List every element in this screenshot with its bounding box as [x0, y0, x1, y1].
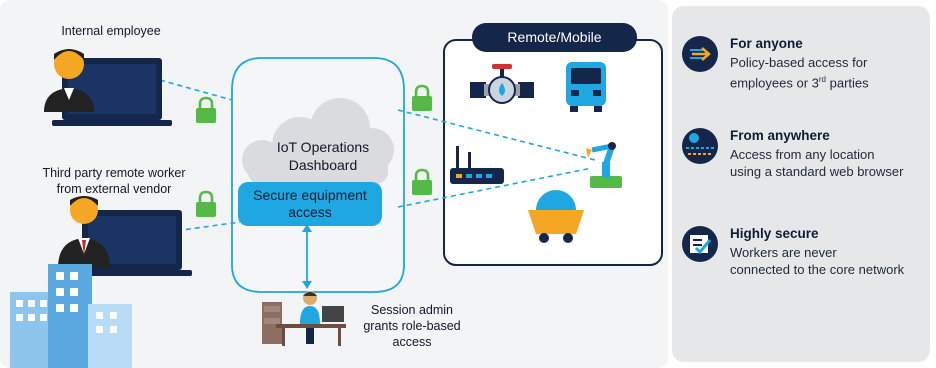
secure-checklist-icon — [682, 226, 718, 262]
features-panel — [672, 6, 930, 362]
feature-title-highly-secure: Highly secure — [730, 226, 819, 241]
feature-desc-for-anyone-line2: employees or 3rd parties — [730, 75, 869, 91]
feature-desc-highly-secure-line2: connected to the core network — [730, 262, 905, 277]
session-admin-label: Session admin grants role-based access — [352, 302, 472, 350]
feature-desc-for-anyone: Policy-based access for employees or 3rd… — [730, 54, 925, 91]
session-admin-icon — [262, 291, 346, 346]
session-admin-line2: grants role-based — [363, 319, 461, 333]
router-icon — [450, 146, 504, 184]
session-admin-line3: access — [392, 335, 432, 349]
padlock-icon — [412, 168, 432, 195]
feature-desc-for-anyone-line1: Policy-based access for — [730, 55, 868, 70]
feature-desc-highly-secure: Workers are never connected to the core … — [730, 244, 930, 278]
padlock-icon — [196, 96, 216, 123]
feature-desc-highly-secure-line1: Workers are never — [730, 245, 837, 260]
padlock-icon — [196, 190, 216, 217]
secure-box-line2: access — [288, 204, 332, 220]
globe-network-icon — [682, 128, 718, 164]
arrow-icon — [682, 36, 718, 72]
session-admin-line1: Session admin — [371, 303, 453, 317]
third-party-label-line1: Third party remote worker — [42, 166, 186, 180]
feature-desc-from-anywhere-line2: using a standard web browser — [730, 164, 904, 179]
third-party-worker-icon — [58, 196, 192, 276]
cloud-shape — [242, 98, 394, 184]
admin-arrow — [302, 224, 312, 289]
link-hub-remote-bottom — [397, 167, 593, 208]
feature-title-for-anyone: For anyone — [730, 36, 803, 51]
robot-arm-icon — [586, 142, 622, 188]
buildings-icon — [10, 264, 132, 368]
valve-icon — [470, 64, 534, 104]
third-party-label-line2: from external vendor — [56, 182, 172, 196]
feature-desc-from-anywhere: Access from any location using a standar… — [730, 146, 930, 180]
hub-title-line2: Dashboard — [288, 157, 358, 173]
link-employee-hub — [159, 79, 233, 101]
third-party-label: Third party remote worker from external … — [14, 165, 214, 197]
feature-desc-from-anywhere-line1: Access from any location — [730, 147, 875, 162]
feature-title-from-anywhere: From anywhere — [730, 128, 830, 143]
hub-title-line1: IoT Operations — [276, 139, 370, 155]
padlock-icon — [412, 84, 432, 111]
link-hub-remote-top — [397, 109, 596, 161]
hub-title: IoT Operations Dashboard — [248, 138, 398, 174]
secure-box-line1: Secure equipment — [253, 187, 367, 203]
mine-cart-icon — [528, 190, 584, 243]
secure-equipment-access-box: Secure equipment access — [238, 182, 382, 226]
bus-icon — [566, 62, 606, 112]
remote-mobile-label: Remote/Mobile — [472, 23, 637, 52]
internal-employee-label: Internal employee — [61, 24, 161, 38]
internal-employee-icon — [44, 49, 172, 126]
